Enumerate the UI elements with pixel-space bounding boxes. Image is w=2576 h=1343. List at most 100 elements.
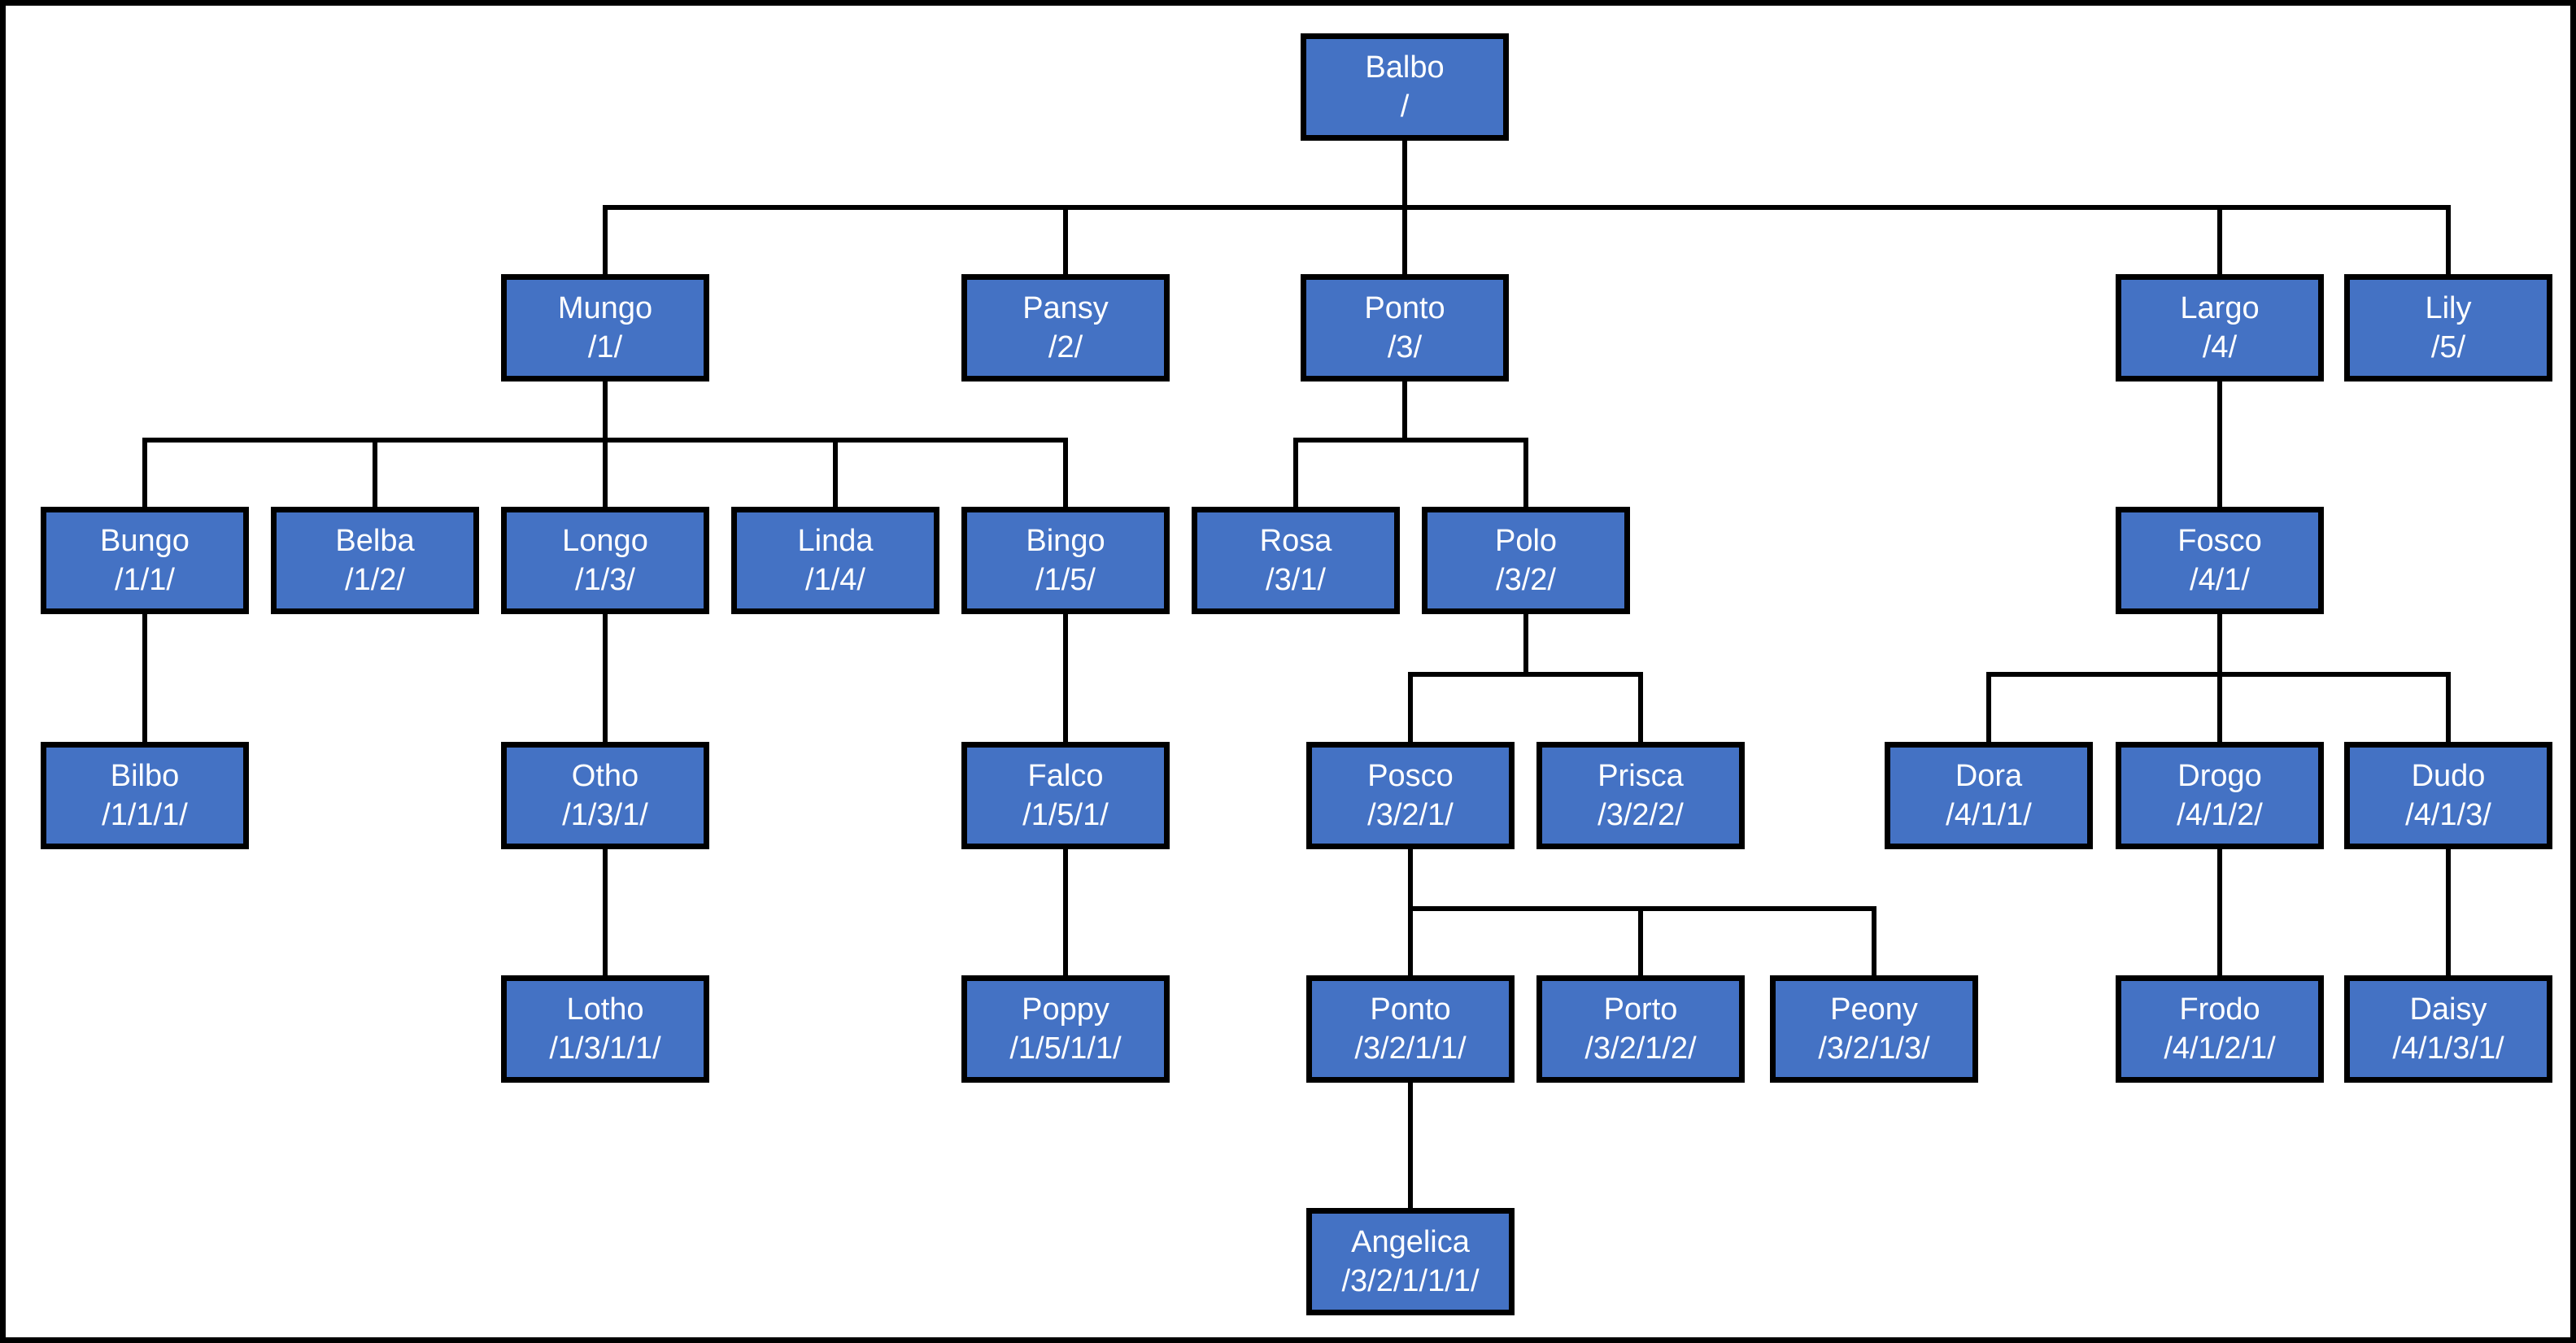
connector-line — [2217, 382, 2222, 443]
node-name-label: Bingo — [1026, 524, 1105, 558]
node-name-label: Dudo — [2411, 759, 2486, 793]
node-name-label: Bilbo — [110, 759, 180, 793]
node-path-label: /5/ — [2430, 330, 2466, 364]
tree-node-polo[interactable]: Polo/3/2/ — [1422, 507, 1630, 614]
node-name-label: Pansy — [1022, 291, 1109, 325]
node-name-label: Frodo — [2179, 992, 2260, 1027]
tree-node-ponto[interactable]: Ponto/3/ — [1301, 274, 1509, 382]
tree-node-longo[interactable]: Longo/1/3/ — [501, 507, 709, 614]
connector-line — [603, 849, 608, 911]
tree-node-drogo[interactable]: Drogo/4/1/2/ — [2116, 742, 2324, 849]
tree-node-bilbo[interactable]: Bilbo/1/1/1/ — [41, 742, 249, 849]
tree-node-balbo[interactable]: Balbo/ — [1301, 33, 1509, 141]
connector-line — [1408, 849, 1413, 911]
node-name-label: Otho — [571, 759, 639, 793]
node-name-label: Linda — [797, 524, 874, 558]
node-path-label: /3/2/1/1/1/ — [1341, 1264, 1480, 1298]
connector-line — [1063, 438, 1068, 507]
node-path-label: /1/5/1/ — [1022, 798, 1109, 832]
connector-line — [603, 382, 608, 443]
node-path-label: /4/1/3/1/ — [2392, 1031, 2504, 1066]
node-name-label: Fosco — [2177, 524, 2262, 558]
node-path-label: /1/1/ — [115, 563, 175, 597]
connector-line — [2217, 906, 2222, 975]
tree-node-porto[interactable]: Porto/3/2/1/2/ — [1536, 975, 1745, 1083]
node-path-label: /1/ — [587, 330, 623, 364]
tree-node-rosa[interactable]: Rosa/3/1/ — [1192, 507, 1400, 614]
connector-line — [1523, 438, 1528, 507]
node-name-label: Poppy — [1022, 992, 1109, 1027]
connector-line — [1293, 438, 1528, 443]
tree-node-lotho[interactable]: Lotho/1/3/1/1/ — [501, 975, 709, 1083]
node-path-label: /3/2/ — [1496, 563, 1556, 597]
node-path-label: /4/1/ — [2190, 563, 2250, 597]
node-path-label: /1/2/ — [345, 563, 405, 597]
connector-line — [1063, 205, 1068, 274]
tree-node-otho[interactable]: Otho/1/3/1/ — [501, 742, 709, 849]
node-path-label: /2/ — [1048, 330, 1083, 364]
node-path-label: /4/ — [2202, 330, 2238, 364]
connector-line — [1408, 672, 1643, 677]
tree-node-dora[interactable]: Dora/4/1/1/ — [1885, 742, 2093, 849]
node-name-label: Polo — [1494, 524, 1558, 558]
node-path-label: /4/1/1/ — [1946, 798, 2032, 832]
node-path-label: /3/2/2/ — [1597, 798, 1684, 832]
connector-line — [603, 205, 2451, 210]
connector-line — [1408, 672, 1413, 742]
node-name-label: Drogo — [2177, 759, 2262, 793]
connector-line — [1402, 205, 1407, 274]
node-name-label: Prisca — [1597, 759, 1684, 793]
tree-node-poppy[interactable]: Poppy/1/5/1/1/ — [961, 975, 1170, 1083]
connector-line — [2446, 906, 2451, 975]
tree-node-bungo[interactable]: Bungo/1/1/ — [41, 507, 249, 614]
node-path-label: /3/2/1/3/ — [1818, 1031, 1930, 1066]
connector-line — [1523, 614, 1528, 677]
connector-line — [1408, 906, 1413, 975]
tree-node-posco[interactable]: Posco/3/2/1/ — [1306, 742, 1515, 849]
node-path-label: /3/1/ — [1266, 563, 1326, 597]
node-name-label: Largo — [2180, 291, 2260, 325]
tree-node-daisy[interactable]: Daisy/4/1/3/1/ — [2344, 975, 2552, 1083]
node-path-label: /1/3/1/1/ — [549, 1031, 661, 1066]
connector-line — [142, 614, 147, 677]
connector-line — [1063, 614, 1068, 677]
node-name-label: Bungo — [100, 524, 190, 558]
tree-node-linda[interactable]: Linda/1/4/ — [731, 507, 939, 614]
tree-node-dudo[interactable]: Dudo/4/1/3/ — [2344, 742, 2552, 849]
tree-node-falco[interactable]: Falco/1/5/1/ — [961, 742, 1170, 849]
tree-node-pansy[interactable]: Pansy/2/ — [961, 274, 1170, 382]
connector-line — [2217, 672, 2222, 742]
node-path-label: /1/1/1/ — [102, 798, 188, 832]
node-path-label: /1/3/1/ — [562, 798, 648, 832]
node-name-label: Rosa — [1259, 524, 1332, 558]
connector-line — [1408, 1083, 1413, 1147]
connector-line — [603, 614, 608, 677]
tree-node-belba[interactable]: Belba/1/2/ — [271, 507, 479, 614]
node-name-label: Lily — [2425, 291, 2472, 325]
connector-line — [2446, 849, 2451, 911]
tree-node-lily[interactable]: Lily/5/ — [2344, 274, 2552, 382]
connector-line — [1638, 672, 1643, 742]
node-name-label: Ponto — [1370, 992, 1451, 1027]
tree-node-peony[interactable]: Peony/3/2/1/3/ — [1770, 975, 1978, 1083]
tree-node-bingo[interactable]: Bingo/1/5/ — [961, 507, 1170, 614]
node-path-label: /1/5/ — [1035, 563, 1096, 597]
tree-node-angelica[interactable]: Angelica/3/2/1/1/1/ — [1306, 1208, 1515, 1315]
node-name-label: Daisy — [2409, 992, 2487, 1027]
connector-line — [2217, 849, 2222, 911]
tree-node-prisca[interactable]: Prisca/3/2/2/ — [1536, 742, 1745, 849]
connector-line — [1063, 849, 1068, 911]
connector-line — [833, 438, 838, 507]
tree-node-largo[interactable]: Largo/4/ — [2116, 274, 2324, 382]
tree-node-frodo[interactable]: Frodo/4/1/2/1/ — [2116, 975, 2324, 1083]
node-path-label: /1/5/1/1/ — [1009, 1031, 1122, 1066]
tree-node-fosco[interactable]: Fosco/4/1/ — [2116, 507, 2324, 614]
tree-node-ponto2[interactable]: Ponto/3/2/1/1/ — [1306, 975, 1515, 1083]
tree-node-mungo[interactable]: Mungo/1/ — [501, 274, 709, 382]
node-name-label: Mungo — [557, 291, 653, 325]
connector-line — [1402, 141, 1407, 210]
node-name-label: Falco — [1027, 759, 1104, 793]
node-name-label: Posco — [1367, 759, 1454, 793]
node-path-label: /3/ — [1387, 330, 1423, 364]
node-path-label: /3/2/1/2/ — [1584, 1031, 1697, 1066]
